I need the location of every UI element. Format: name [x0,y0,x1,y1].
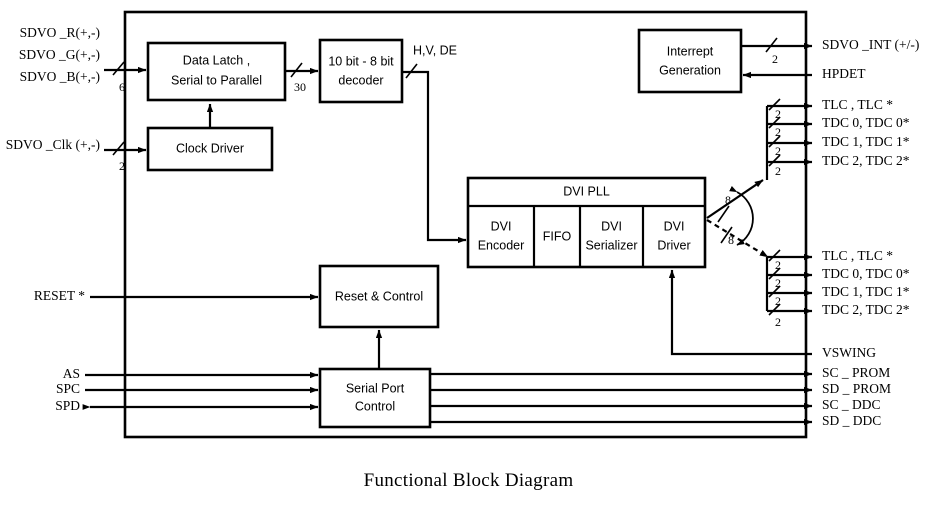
bus-slash-sdvo-int [765,37,778,53]
pin-label-sc-prom: SC _ PROM [822,365,890,380]
bus-width-tdc2-bottom: 2 [775,315,781,329]
bus-width-sdvo-int: 2 [772,52,778,66]
pin-label-spc: SPC [56,381,80,396]
bus-width-tdc0-top: 2 [775,125,781,139]
block-label-data-latch-line1: Data Latch , [183,53,250,67]
output-group-serial-right: SC _ PROM SD _ PROM SC _ DDC SD _ DDC [430,365,891,428]
bus-width-tdc0-bottom: 2 [775,276,781,290]
wire-decoder-to-encoder [402,70,467,244]
bus-slash-tlc-bottom [768,249,781,262]
pin-label-sdvo-r: SDVO _R(+,-) [20,25,100,40]
bus-slash-tdc0-bottom [768,267,781,280]
block-data-latch: Data Latch , Serial to Parallel [146,41,287,102]
pin-label-sdvo-clk: SDVO _Clk (+,-) [6,137,100,152]
block-label-dvi-serializer-line2: Serializer [585,238,637,252]
wire-driver-to-bottom-bus [706,219,769,258]
block-label-dvi-driver-line2: Driver [657,238,690,252]
pin-label-as: AS [63,366,80,381]
block-label-serial-port-line1: Serial Port [346,381,405,395]
bus-width-tdc1-top: 2 [775,144,781,158]
block-label-dvi-pll: DVI PLL [563,184,610,198]
bus-slash-latch-out [290,62,303,78]
block-label-dvi-encoder-line2: Encoder [478,238,525,252]
block-label-fifo: FIFO [543,229,572,243]
input-group-vswing: VSWING [668,269,876,360]
bus-slash-tdc2-bottom [768,303,781,316]
input-group-sdvo-rgb: SDVO _R(+,-) SDVO _G(+,-) SDVO _B(+,-) 6 [19,25,147,94]
bus-width-driver-bottom: 8 [728,233,734,247]
pin-label-tdc0-bottom: TDC 0, TDC 0* [822,266,910,281]
pin-label-tdc2-top: TDC 2, TDC 2* [822,153,910,168]
block-label-decoder-line1: 10 bit - 8 bit [328,54,394,68]
pin-label-spd: SPD [55,398,80,413]
pin-label-tlc-top: TLC , TLC * [822,97,893,112]
block-label-clock-driver: Clock Driver [176,141,244,155]
signal-label-hvde: H,V, DE [413,43,457,57]
bus-width-sdvo-rgb: 6 [119,80,125,94]
bus-slash-sdvo-rgb [112,61,125,76]
bus-slash-tdc1-top [768,135,781,148]
pin-label-sdvo-int: SDVO _INT (+/-) [822,37,919,52]
block-label-reset-control: Reset & Control [335,289,423,303]
block-label-data-latch-line2: Serial to Parallel [171,73,262,87]
output-group-sdvo-int: 2 SDVO _INT (+/-) [741,37,919,66]
arc-driver-selector [729,185,754,246]
pin-label-tdc1-top: TDC 1, TDC 1* [822,134,910,149]
chip-boundary [123,10,808,439]
input-group-serial-left: AS SPC SPD [55,366,319,413]
block-label-dvi-encoder-line1: DVI [491,219,512,233]
bus-width-sdvo-clk: 2 [119,159,125,173]
bus-slash-tdc0-top [768,116,781,129]
bus-width-tlc-bottom: 2 [775,258,781,272]
bus-slash-tdc1-bottom [768,285,781,298]
block-serial-port-control: Serial Port Control [318,367,432,429]
block-label-dvi-serializer-line1: DVI [601,219,622,233]
bus-slash-sdvo-clk [112,141,125,156]
pin-label-sdvo-b: SDVO _B(+,-) [20,69,100,84]
input-group-hpdet: HPDET [742,66,866,81]
pin-label-sd-prom: SD _ PROM [822,381,891,396]
block-interrupt-generation: Interrept Generation [637,28,743,94]
block-decoder: 10 bit - 8 bit decoder [318,38,404,104]
bus-slash-tlc-top [768,98,781,111]
block-label-interrupt-line1: Interrept [667,44,714,58]
pin-label-hpdet: HPDET [822,66,866,81]
output-group-bottom-tmds: 2 TLC , TLC * 2 TDC 0, TDC 0* 2 TDC 1, T… [765,248,910,329]
driver-fanout: 8 8 [706,179,769,258]
input-group-reset: RESET * [34,288,319,303]
block-label-serial-port-line2: Control [355,399,395,413]
pin-label-tlc-bottom: TLC , TLC * [822,248,893,263]
block-label-decoder-line2: decoder [338,73,383,87]
pin-label-sc-ddc: SC _ DDC [822,397,881,412]
bus-slash-driver-top [717,205,730,223]
block-dvi-pll: DVI PLL DVI Encoder FIFO DVI Serializer … [466,176,707,269]
bus-width-tlc-top: 2 [775,107,781,121]
bus-slash-hvde [405,63,418,79]
block-reset-control: Reset & Control [318,264,440,329]
wire-driver-to-top-bus [706,179,764,219]
pin-label-reset: RESET * [34,288,85,303]
wire-decoder-to-encoder-group: H,V, DE [402,43,467,244]
diagram-caption: Functional Block Diagram [363,470,574,491]
pin-label-sdvo-g: SDVO _G(+,-) [19,47,100,62]
input-group-sdvo-clk: SDVO _Clk (+,-) 2 [6,137,147,173]
wire-vswing [668,269,812,356]
pin-label-sd-ddc: SD _ DDC [822,413,881,428]
bus-width-tdc2-top: 2 [775,164,781,178]
output-group-top-tmds: 2 TLC , TLC * 2 TDC 0, TDC 0* 2 TDC 1, T… [765,97,910,180]
pin-label-tdc0-top: TDC 0, TDC 0* [822,115,910,130]
bus-width-latch-out: 30 [294,80,306,94]
block-clock-driver: Clock Driver [146,126,274,172]
bus-latch-to-decoder: 30 [285,62,319,94]
block-label-interrupt-line2: Generation [659,63,721,77]
pin-label-tdc2-bottom: TDC 2, TDC 2* [822,302,910,317]
bus-slash-tdc2-top [768,154,781,167]
pin-label-tdc1-bottom: TDC 1, TDC 1* [822,284,910,299]
pin-label-vswing: VSWING [822,345,876,360]
bus-width-driver-top: 8 [725,193,731,207]
block-label-dvi-driver-line1: DVI [664,219,685,233]
bus-width-tdc1-bottom: 2 [775,294,781,308]
